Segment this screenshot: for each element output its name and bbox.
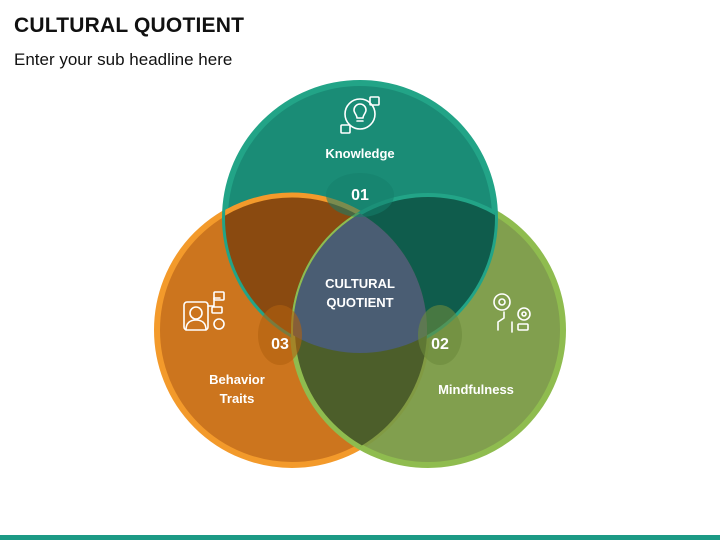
page-subtitle: Enter your sub headline here: [14, 50, 233, 69]
person-flow-icon: [183, 291, 225, 331]
lightbulb-icon: [340, 96, 380, 134]
knowledge-number-bg: [326, 173, 394, 217]
mindfulness-label: Mindfulness: [438, 382, 514, 397]
behavior-label-line1: Behavior: [209, 372, 265, 387]
behavior-label-line2: Traits: [220, 391, 255, 406]
knowledge-number: 01: [351, 187, 369, 204]
center-region: [293, 195, 427, 353]
mind-gears-icon: [493, 293, 531, 333]
mindfulness-number-bg: [418, 305, 462, 365]
center-label-line1: CULTURAL: [325, 276, 395, 291]
page-title: CULTURAL QUOTIENT: [14, 14, 245, 37]
footer-accent-bar: [0, 535, 720, 540]
behavior-number-bg: [258, 305, 302, 365]
behavior-number: 03: [271, 336, 289, 353]
knowledge-label: Knowledge: [325, 146, 394, 161]
mindfulness-number: 02: [431, 336, 449, 353]
center-label-line2: QUOTIENT: [326, 295, 393, 310]
